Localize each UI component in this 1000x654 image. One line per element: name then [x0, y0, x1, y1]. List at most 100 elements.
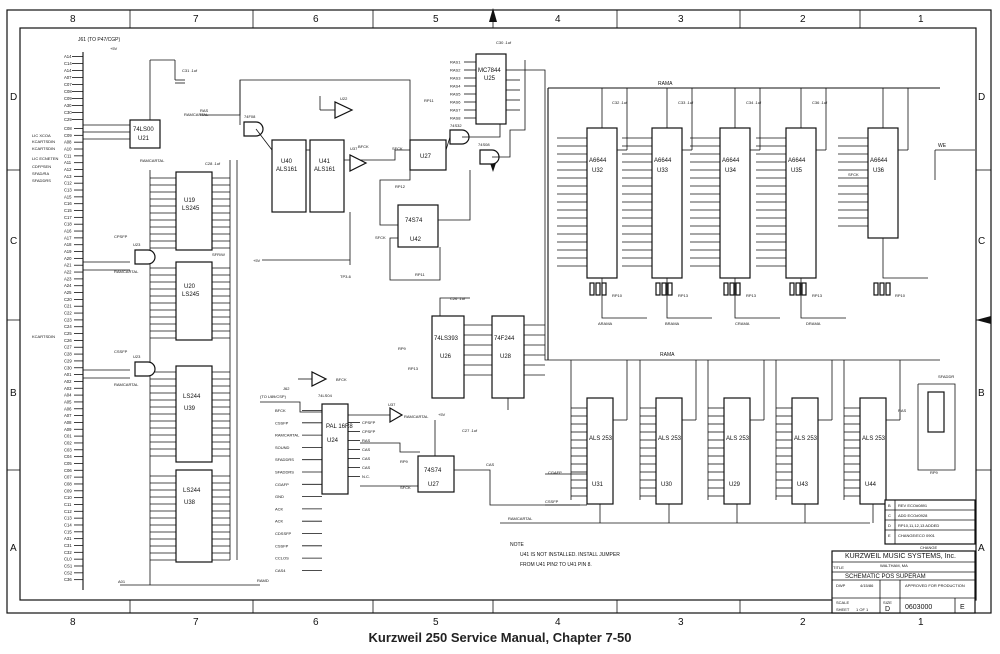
- counter-wires: [200, 79, 411, 265]
- svg-text:RP9: RP9: [930, 470, 939, 475]
- svg-text:NOTE: NOTE: [510, 542, 525, 548]
- drawing-border: [19, 27, 977, 601]
- connector-pin-label: A24: [64, 283, 72, 288]
- signal-ramd: RAMD: [257, 578, 269, 583]
- svg-text:U39: U39: [184, 406, 196, 412]
- connector-pin-label: C16: [64, 201, 72, 206]
- ras-line-label: RAS3: [450, 76, 461, 81]
- chip-u24: PAL 16R8 U24: [321, 403, 353, 495]
- signal-label: KCARTSDIN: [32, 146, 55, 151]
- svg-text:WE: WE: [938, 143, 947, 149]
- ras-line-label: RAS1: [450, 60, 461, 65]
- connector-pin-label: A09: [64, 427, 72, 432]
- pal-input-label: ACK: [275, 519, 284, 524]
- connector-pin-label: C12: [64, 509, 72, 514]
- connector-pin-label: C29: [64, 117, 72, 122]
- svg-text:U43: U43: [797, 482, 809, 488]
- signal-label: KCARTSDIN: [32, 334, 55, 339]
- zone-labels-left: D C B A: [10, 92, 17, 554]
- svg-text:U44: U44: [865, 482, 877, 488]
- svg-text:U24: U24: [327, 438, 339, 444]
- svg-text:74F244: 74F244: [494, 336, 515, 342]
- gate-u23a: U23: [133, 242, 156, 265]
- chip-u28: 74F244 U28: [491, 315, 525, 399]
- chip-u34: A6644 U34: [719, 127, 751, 279]
- resistor-label: RP10: [895, 293, 906, 298]
- connector-pin-label: C11: [64, 502, 72, 507]
- zone-col-label: 4: [555, 617, 561, 628]
- chip-u41: U41 ALS161: [309, 139, 345, 213]
- pal-input-label: RAMCARTAL: [275, 433, 300, 438]
- svg-text:C: C: [888, 513, 891, 518]
- zone-col-label: 6: [313, 14, 319, 25]
- connector-pin-label: C21: [64, 304, 72, 309]
- signal-bfck: BFCK: [358, 144, 369, 149]
- signal-ramcartal: RAMCARTAL: [404, 414, 429, 419]
- resistor-label: RP9: [398, 346, 407, 351]
- connector-pin-list: A14C14A14A07C07C08C09A30C30C29C08C09A08A…: [64, 54, 83, 582]
- capacitor-c33: C33 .1uf: [678, 100, 694, 105]
- connector-pin-label: A21: [64, 263, 72, 268]
- svg-text:(TO U89/CSP): (TO U89/CSP): [260, 394, 287, 399]
- svg-text:U21: U21: [138, 136, 150, 142]
- signal-cssfp: CSSFP: [114, 349, 128, 354]
- svg-text:U33: U33: [657, 168, 669, 174]
- zone-row-label: C: [978, 236, 985, 247]
- ras-line-label: RAS8: [450, 116, 461, 121]
- resistor-glyph: [873, 282, 879, 296]
- svg-text:LS244: LS244: [183, 394, 201, 400]
- signal-brama: BRAMA: [665, 321, 680, 326]
- signal-ras: RAS: [200, 108, 209, 113]
- ram-address-wires: [557, 88, 928, 319]
- svg-text:ALS 253: ALS 253: [794, 436, 818, 442]
- svg-text:J62: J62: [283, 386, 290, 391]
- signal-ramd-label: A01: [118, 579, 126, 584]
- resistor-label: RP9: [400, 459, 409, 464]
- signal-cssfp: CSSFP: [545, 499, 559, 504]
- chip-u38: LS244 U38: [175, 469, 213, 563]
- connector-pin-label: A05: [64, 399, 72, 404]
- chip-u33: A6644 U33: [651, 127, 683, 279]
- connector-pin-label: C17: [64, 215, 72, 220]
- connector-pin-label: C26: [64, 338, 72, 343]
- connector-pin-label: C23: [64, 317, 72, 322]
- resistor-label: RP11: [415, 272, 425, 277]
- connector-pin-label: C08: [64, 126, 72, 131]
- ras-line-label: RAS2: [450, 68, 461, 73]
- u27-wires: [434, 420, 580, 506]
- svg-text:74S74: 74S74: [424, 468, 442, 474]
- ras-line-label: RAS7: [450, 108, 461, 113]
- svg-text:U25: U25: [484, 76, 496, 82]
- testpoint-label: TP3-6: [340, 274, 352, 279]
- connector-pin-label: C11: [64, 153, 72, 158]
- svg-text:U34: U34: [725, 168, 737, 174]
- zone-row-label: A: [978, 543, 985, 554]
- connector-pin-label: C30: [64, 365, 72, 370]
- connector-pin-label: C15: [64, 208, 72, 213]
- company-city: WALTHAM, MA: [880, 563, 908, 568]
- zone-row-label: D: [978, 92, 985, 103]
- ras-line-label: RAS5: [450, 92, 461, 97]
- pal-input-label: SFADDRS: [275, 457, 294, 462]
- capacitor-c28: C28 .1uf: [205, 161, 221, 166]
- resistor-glyph: [729, 282, 735, 296]
- svg-text:LS245: LS245: [182, 206, 200, 212]
- svg-text:U35: U35: [791, 168, 803, 174]
- connector-pin-label: C15: [64, 529, 72, 534]
- connector-pin-label: C18: [64, 222, 72, 227]
- svg-text:ALS 253: ALS 253: [589, 436, 613, 442]
- connector-pin-label: A01: [64, 372, 72, 377]
- svg-text:LS245: LS245: [182, 292, 200, 298]
- pal-output-label: CPSFP: [362, 429, 376, 434]
- zone-col-label: 5: [433, 617, 439, 628]
- ram-pullup-resistors: [589, 282, 891, 296]
- drawn-by: DWP: [836, 583, 846, 588]
- connector-pin-label: A07: [64, 413, 72, 418]
- connector-pin-label: C12: [64, 181, 72, 186]
- gate-u23b: U23: [133, 354, 156, 377]
- signal-sfck: SFCK: [375, 235, 386, 240]
- signal-crama: CRAMA: [735, 321, 750, 326]
- pal-input-label: CDSSFP: [275, 531, 292, 536]
- svg-text:U27: U27: [420, 154, 432, 160]
